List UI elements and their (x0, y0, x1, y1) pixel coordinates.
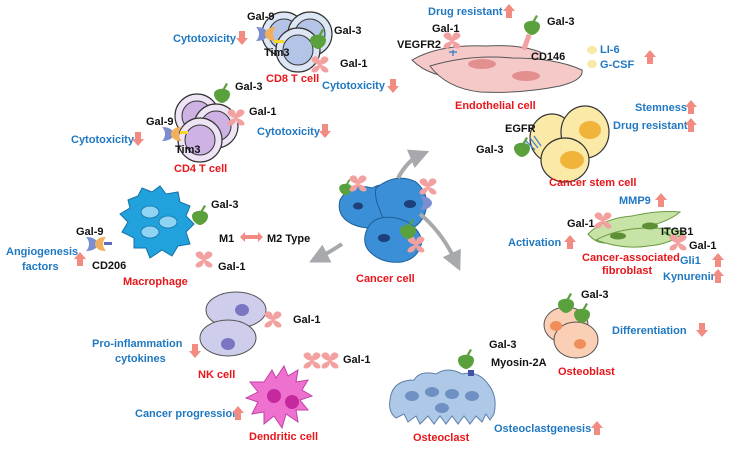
cd4-cytotoxicity-left: Cytotoxicity (71, 134, 135, 146)
osteoblast-label: Osteoblast (558, 366, 615, 378)
cd8-gal1-label: Gal-1 (340, 58, 368, 70)
macrophage-label: Macrophage (123, 276, 188, 288)
cd8-cytotoxicity-left: Cytotoxicity (173, 33, 237, 45)
dc-gal1-label: Gal-1 (343, 354, 371, 366)
csc-egfr-label: EGFR (505, 123, 536, 135)
central-arrows (309, 149, 461, 272)
mac-m2-label: M2 Type (267, 233, 310, 245)
nk-gal1-label: Gal-1 (293, 314, 321, 326)
caf-gal1-right-label: Gal-1 (689, 240, 717, 252)
endothelial-cd146-label: CD146 (531, 51, 565, 63)
mac-cd206-label: CD206 (92, 260, 126, 272)
osteoclast-myosin-label: Myosin-2A (491, 357, 547, 369)
csc-drug-resistant: Drug resistant (613, 120, 688, 132)
endothelial-gcsf: G-CSF (600, 59, 635, 71)
caf-label-line1: Cancer-associated (582, 252, 680, 264)
cd4-gal9-label: Gal-9 (146, 116, 174, 128)
cd8-t-cell-label: CD8 T cell (266, 73, 319, 85)
endothelial-vegfr2-label: VEGFR2 (397, 39, 441, 51)
caf-kynurenin: Kynurenin (663, 271, 718, 283)
dc-cancer-progression: Cancer progression (135, 408, 239, 420)
cd4-gal1-label: Gal-1 (249, 106, 277, 118)
mac-gal1-label: Gal-1 (218, 261, 246, 273)
cd8-t-cell (256, 11, 333, 73)
endothelial-cell-label: Endothelial cell (455, 100, 536, 112)
caf-label-line2: fibroblast (602, 265, 652, 277)
nk-cell-label: NK cell (198, 369, 235, 381)
caf-gal1-left-label: Gal-1 (567, 218, 595, 230)
nk-proinflammation-line1: Pro-inflammation (92, 338, 183, 350)
cd4-t-cell-label: CD4 T cell (174, 163, 227, 175)
osteoblast (543, 293, 599, 359)
endothelial-il6: LI-6 (600, 44, 620, 56)
cd8-gal9-label: Gal-9 (247, 11, 275, 23)
osteoclast-label: Osteoclast (413, 432, 470, 444)
cancer-cell-cluster (338, 175, 437, 263)
caf-cell (587, 211, 687, 251)
cd8-tim3-label: Tim3 (264, 47, 289, 59)
mac-gal9-label: Gal-9 (76, 226, 104, 238)
cd4-tim3-label: Tim3 (175, 144, 200, 156)
nk-cell (199, 291, 282, 357)
nk-proinflammation-line2: cytokines (115, 353, 166, 365)
caf-mmp9: MMP9 (619, 195, 651, 207)
cd4-gal3-label: Gal-3 (235, 81, 263, 93)
mac-angiogenesis-line2: factors (22, 261, 59, 273)
endothelial-drug-resistant: Drug resistant (428, 6, 503, 18)
csc-gal3-label: Gal-3 (476, 144, 504, 156)
osteoclast-gal3-label: Gal-3 (489, 339, 517, 351)
mac-angiogenesis-line1: Angiogenesis (6, 246, 78, 258)
endothelial-cell (411, 15, 597, 93)
osteoclast-osteoclastgenesis: Osteoclastgenesis (494, 423, 591, 435)
cancer-cell-label: Cancer cell (356, 273, 415, 285)
osteoclast (389, 349, 496, 425)
cd4-t-cell (162, 83, 245, 163)
mac-m1-label: M1 (219, 233, 234, 245)
csc-stemness: Stemness (635, 102, 687, 114)
osteoblast-differentiation: Differentiation (612, 325, 687, 337)
caf-gli1: Gli1 (680, 255, 701, 267)
caf-itgb1-label: ITGB1 (661, 226, 693, 238)
dendritic-cell-label: Dendritic cell (249, 431, 318, 443)
cd8-cytotoxicity-below: Cytotoxicity (322, 80, 386, 92)
dendritic-cell (244, 352, 339, 430)
cd4-cytotoxicity-right: Cytotoxicity (257, 126, 321, 138)
endothelial-gal1-label: Gal-1 (432, 23, 460, 35)
mac-gal3-label: Gal-3 (211, 199, 239, 211)
cancer-stem-cell (514, 105, 610, 183)
cancer-stem-cell-label: Cancer stem cell (549, 177, 636, 189)
osteoblast-gal3-label: Gal-3 (581, 289, 609, 301)
caf-activation: Activation (508, 237, 561, 249)
endothelial-gal3-label: Gal-3 (547, 16, 575, 28)
cd8-gal3-label: Gal-3 (334, 25, 362, 37)
macrophage (86, 185, 263, 268)
